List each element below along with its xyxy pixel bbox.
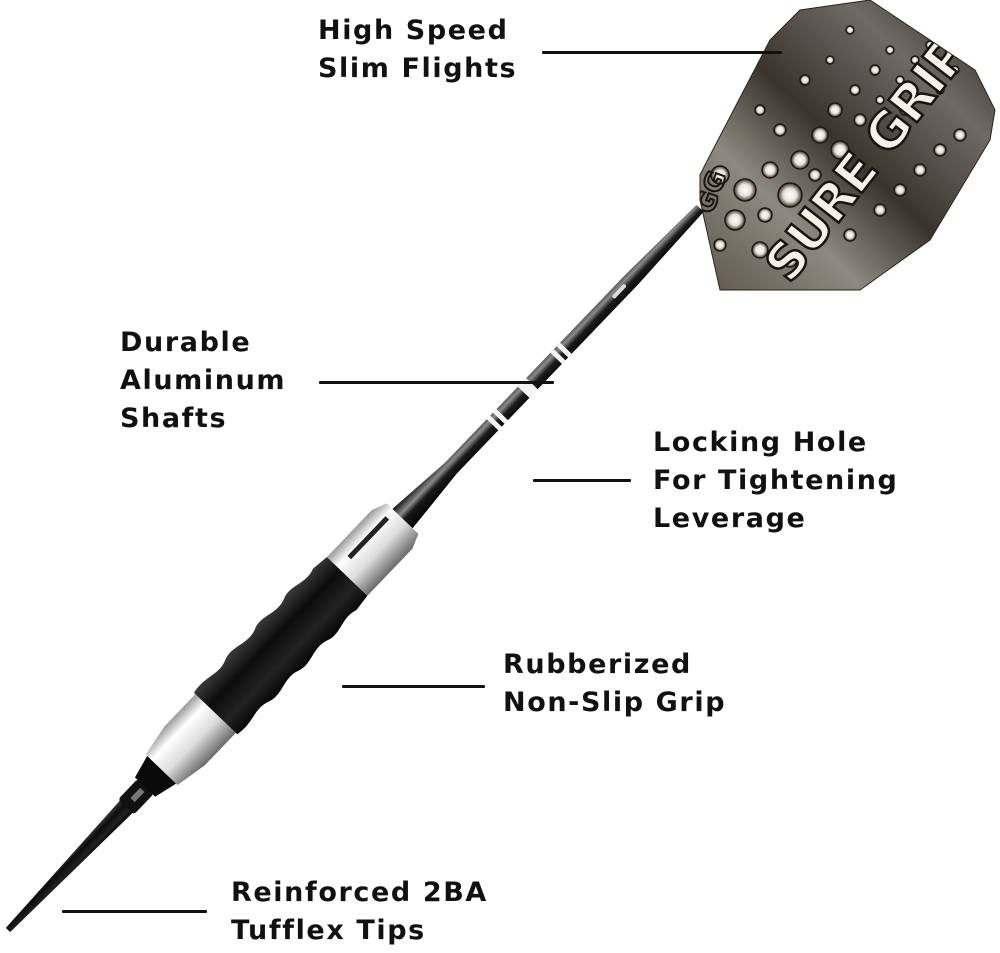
callout-tips: Reinforced 2BA Tufflex Tips xyxy=(231,874,488,950)
callout-text: Slim Flights xyxy=(318,53,518,84)
dart-body xyxy=(5,204,704,933)
rubber-grip xyxy=(193,556,368,735)
front-barrel-chrome xyxy=(145,694,236,785)
rear-barrel-chrome xyxy=(326,503,419,596)
callout-text: Tufflex Tips xyxy=(231,915,426,946)
callout-text: For Tightening xyxy=(653,465,899,496)
flight: GG SURE GRIP xyxy=(700,0,995,290)
callout-flights: High Speed Slim Flights xyxy=(318,12,517,88)
leader-line-grip xyxy=(342,685,485,688)
callout-text: Durable xyxy=(120,327,252,358)
callout-text: Shafts xyxy=(120,403,228,434)
leader-line-shafts xyxy=(319,381,554,384)
callout-text: Locking Hole xyxy=(653,427,868,458)
callout-text: Aluminum xyxy=(120,365,287,396)
callout-text: Leverage xyxy=(653,503,807,534)
callout-locking-hole: Locking Hole For Tightening Leverage xyxy=(653,424,898,538)
callout-shafts: Durable Aluminum Shafts xyxy=(120,324,286,438)
callout-text: Reinforced 2BA xyxy=(231,877,488,908)
dart-tip xyxy=(5,797,136,933)
leader-line-locking-hole xyxy=(533,479,631,482)
callout-grip: Rubberized Non-Slip Grip xyxy=(503,646,726,722)
callout-text: Rubberized xyxy=(503,649,692,680)
locking-hole xyxy=(347,516,390,560)
aluminum-shaft xyxy=(392,204,704,529)
leader-line-flights xyxy=(542,51,782,54)
callout-text: Non-Slip Grip xyxy=(503,687,727,718)
callout-text: High Speed xyxy=(318,15,509,46)
leader-line-tips xyxy=(62,910,207,913)
